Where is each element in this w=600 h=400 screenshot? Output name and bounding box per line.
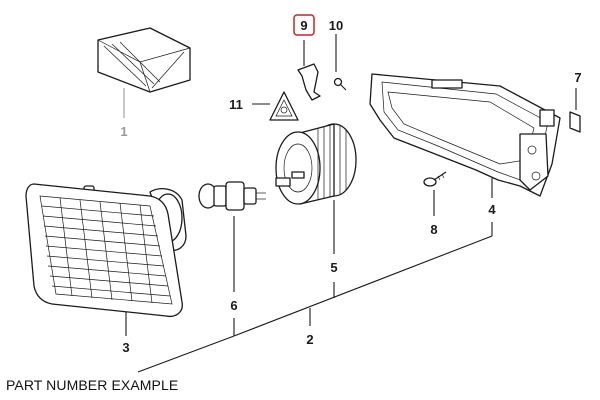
callout-5[interactable]: 5: [330, 260, 337, 275]
part-8-bolt[interactable]: [423, 171, 447, 187]
callout-4[interactable]: 4: [488, 202, 496, 217]
callout-2[interactable]: 2: [306, 332, 313, 347]
callout-7[interactable]: 7: [574, 70, 581, 85]
callout-11[interactable]: 11: [229, 97, 243, 112]
part-4-bracket[interactable]: [369, 73, 561, 197]
highlight-box-9: [293, 14, 315, 36]
part-5-socket[interactable]: [275, 123, 357, 205]
caption: PART NUMBER EXAMPLE: [6, 377, 179, 393]
part-10-screw[interactable]: [333, 77, 347, 91]
callout-10[interactable]: 10: [329, 18, 343, 33]
part-9-lever[interactable]: [297, 63, 321, 101]
callout-8[interactable]: 8: [430, 222, 437, 237]
callout-9[interactable]: 9: [300, 18, 307, 33]
callout-1[interactable]: 1: [120, 124, 127, 139]
assembly-lines: [137, 222, 493, 373]
callout-6[interactable]: 6: [230, 298, 237, 313]
part-1-box[interactable]: [97, 27, 191, 93]
part-11-clip[interactable]: [269, 91, 299, 121]
part-3-headlamp[interactable]: [25, 183, 187, 318]
callout-3[interactable]: 3: [122, 340, 129, 355]
part-6-bulb[interactable]: [198, 181, 266, 211]
part-7-clip[interactable]: [569, 111, 581, 133]
